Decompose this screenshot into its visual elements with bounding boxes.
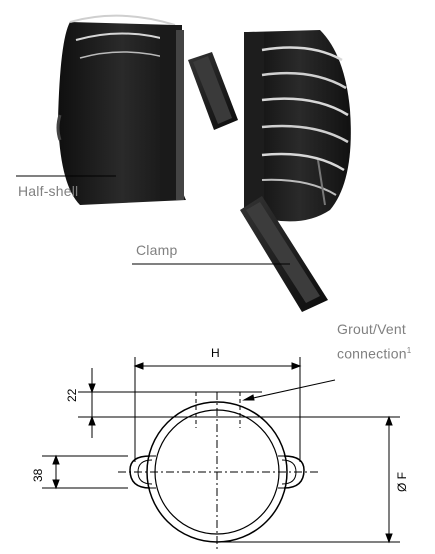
right-half-shell bbox=[244, 30, 351, 222]
left-clamp-lug bbox=[129, 455, 156, 489]
dimension-h bbox=[133, 357, 302, 462]
grout-vent-leader bbox=[243, 379, 336, 401]
duct-outer-ring bbox=[146, 401, 288, 543]
right-clamp-lug bbox=[278, 455, 305, 489]
dim-h-text: H bbox=[211, 346, 220, 360]
small-clamp bbox=[188, 52, 238, 130]
parts-photo bbox=[16, 14, 351, 312]
grout-vent-port bbox=[195, 391, 241, 428]
footnote-marker: 1 bbox=[406, 346, 412, 355]
large-clamp bbox=[240, 196, 328, 312]
dim-22-text: 22 bbox=[65, 388, 79, 402]
dim-diameter-text: Ø F bbox=[395, 472, 409, 492]
dimension-38 bbox=[42, 454, 128, 490]
grout-vent-label: Grout/Vent connection1 bbox=[337, 318, 411, 365]
dimension-22 bbox=[88, 368, 96, 438]
dim-38-text: 38 bbox=[31, 468, 45, 482]
grout-vent-line1: Grout/Vent bbox=[337, 321, 406, 337]
grout-vent-line2: connection1 bbox=[337, 345, 412, 362]
clamp-label: Clamp bbox=[136, 242, 178, 258]
duct-inner-ring bbox=[154, 409, 280, 535]
left-half-shell bbox=[56, 14, 186, 205]
half-shell-label: Half-shell bbox=[18, 183, 79, 199]
dimension-diameter bbox=[220, 415, 400, 544]
